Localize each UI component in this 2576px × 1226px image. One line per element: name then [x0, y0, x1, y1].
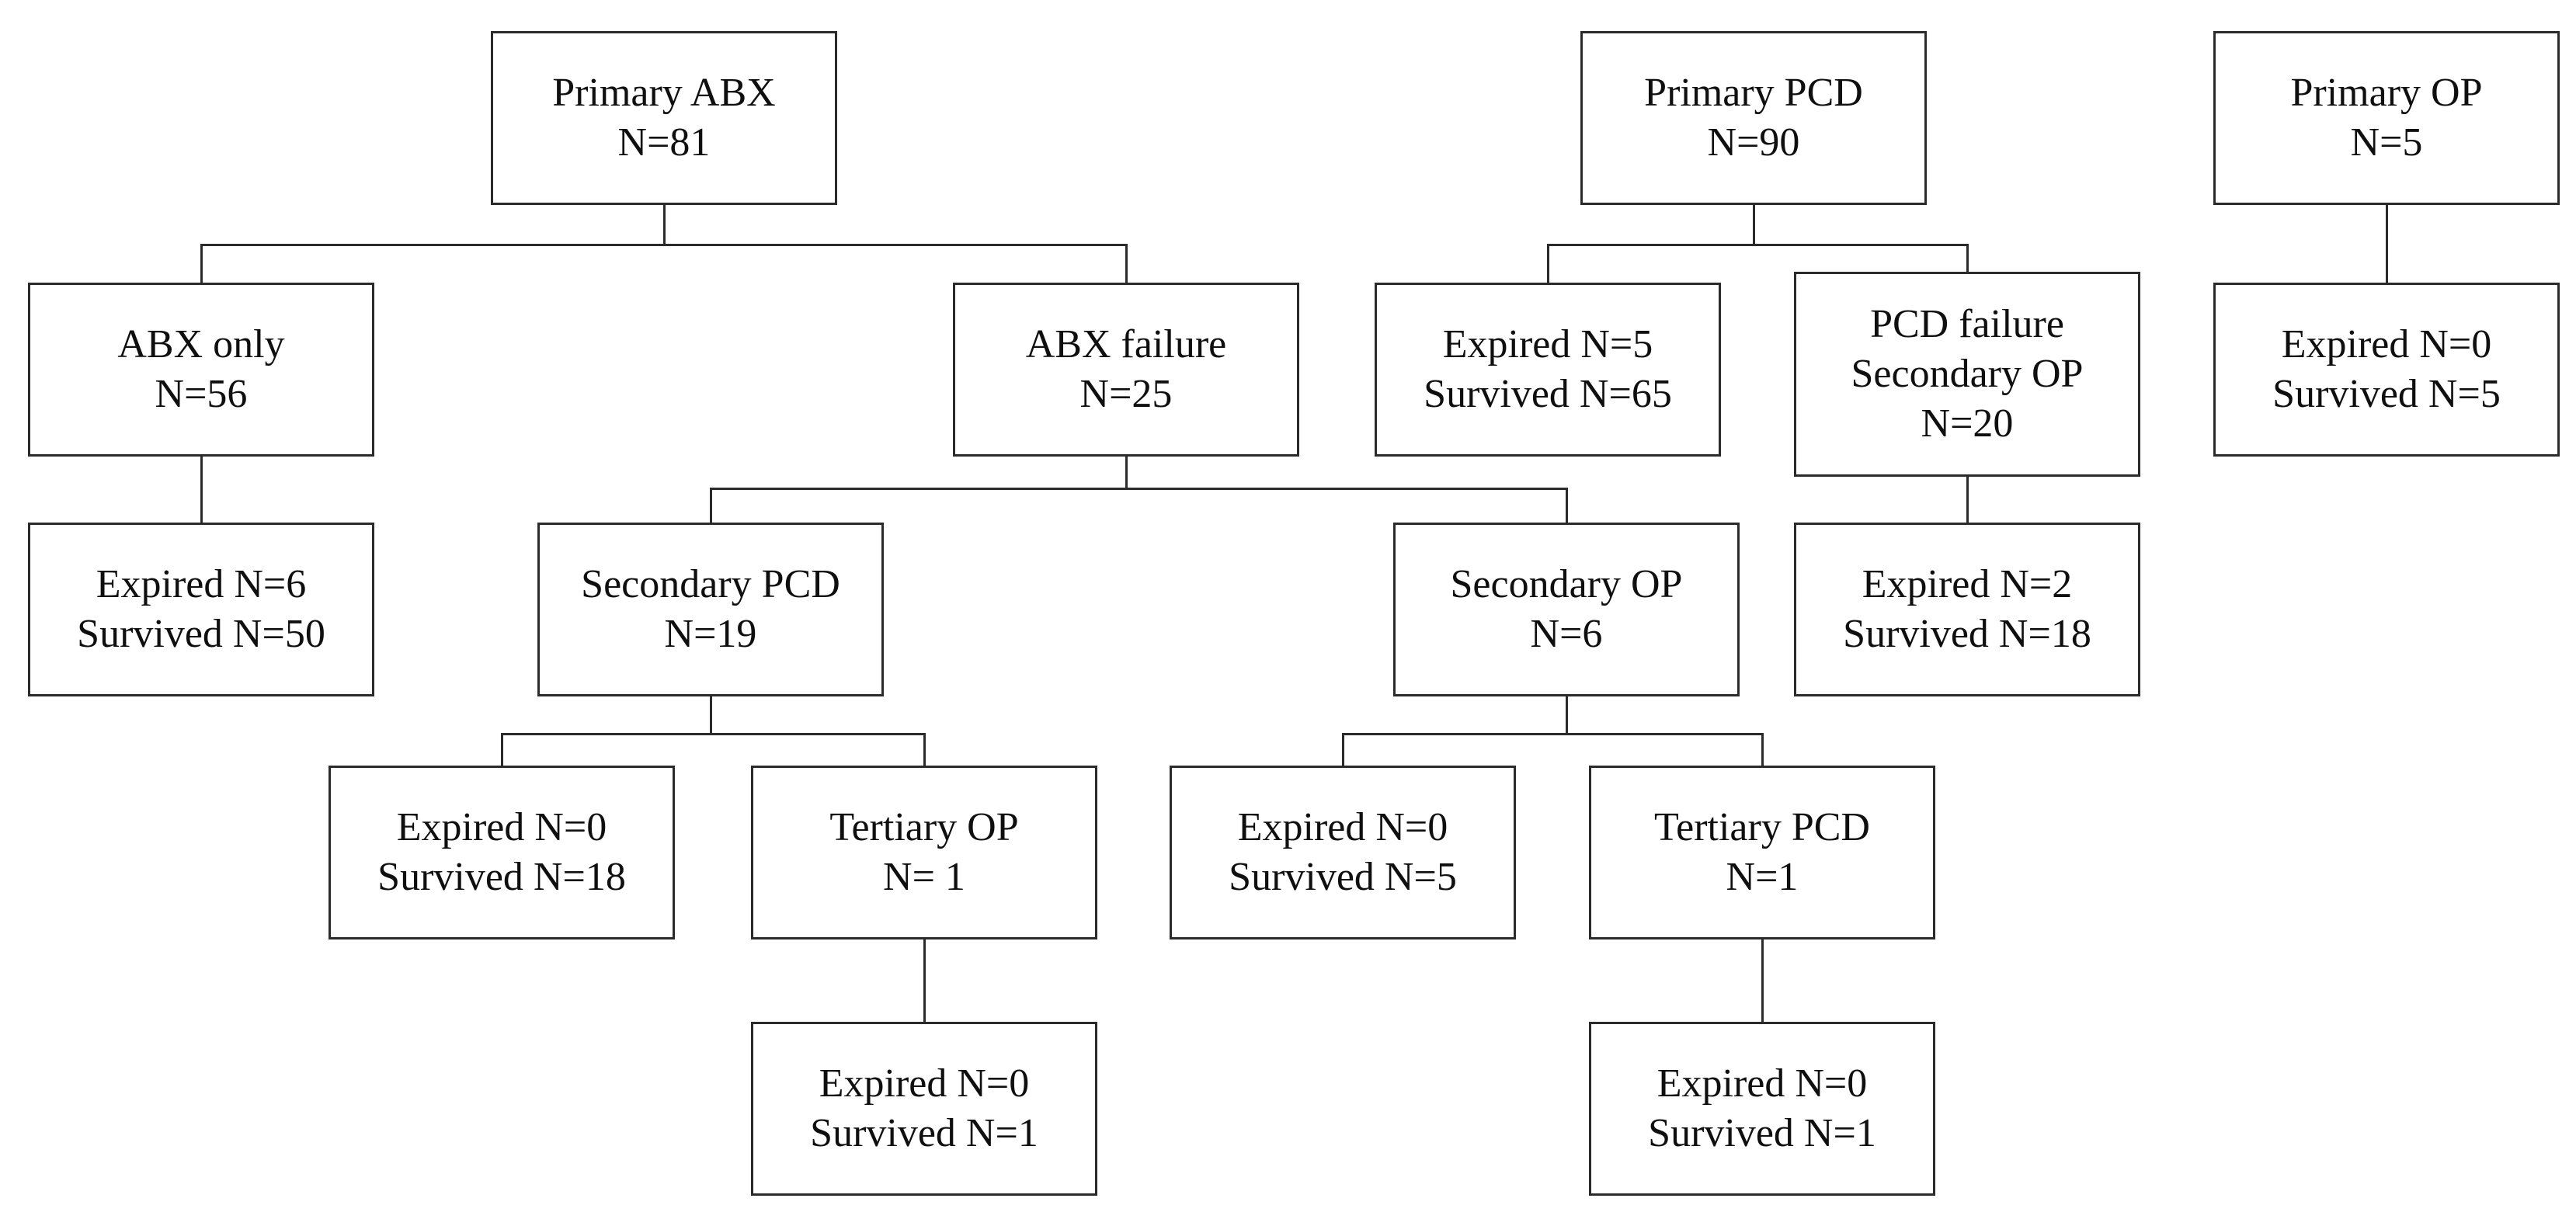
connector-rail [709, 487, 1568, 490]
connector-vertical [1966, 477, 1969, 523]
node-text-line: ABX failure [1025, 322, 1227, 366]
node-tertiary-op: Tertiary OP N= 1 [751, 766, 1097, 939]
node-text-line: N=81 [617, 120, 711, 165]
node-text-line: PCD failure [1870, 302, 2064, 346]
node-text-line: Survived N=5 [2272, 372, 2501, 416]
node-text-line: Primary OP [2290, 71, 2483, 115]
node-text-line: N=90 [1707, 120, 1800, 165]
connector-child-stub [1966, 245, 1969, 272]
node-text-line: Expired N=0 [2281, 322, 2492, 366]
connector-rail [1546, 243, 1969, 246]
node-primary-abx: Primary ABX N=81 [491, 31, 837, 205]
connector-parent-stub [1565, 696, 1568, 734]
connector-vertical [200, 457, 203, 523]
connector-child-stub [500, 734, 503, 766]
node-text-line: Primary ABX [552, 71, 776, 115]
connector-child-stub [1546, 245, 1549, 283]
node-text-line: N=20 [1921, 401, 2014, 446]
connector-rail [200, 243, 1128, 246]
node-text-line: Expired N=0 [396, 805, 607, 849]
connector-parent-stub [709, 696, 712, 734]
node-text-line: Survived N=1 [810, 1111, 1038, 1155]
node-text-line: Secondary OP [1450, 562, 1683, 606]
node-text-line: Expired N=0 [1237, 805, 1448, 849]
connector-vertical [2385, 205, 2388, 283]
node-text-line: Expired N=2 [1862, 562, 2073, 606]
node-primary-op: Primary OP N=5 [2213, 31, 2560, 205]
node-secondary-pcd: Secondary PCD N=19 [537, 523, 884, 696]
connector-child-stub [1565, 488, 1568, 523]
node-text-line: ABX only [117, 322, 285, 366]
connector-parent-stub [1125, 457, 1128, 488]
connector-vertical [923, 939, 926, 1022]
node-secondary-op: Secondary OP N=6 [1393, 523, 1740, 696]
connector-rail [1341, 732, 1764, 735]
node-text-line: Primary PCD [1644, 71, 1863, 115]
node-text-line: Tertiary OP [829, 805, 1019, 849]
node-text-line: Expired N=0 [819, 1061, 1030, 1106]
node-text-line: Survived N=18 [1843, 612, 2091, 656]
node-text-line: N=56 [155, 372, 248, 416]
node-text-line: N=1 [1726, 855, 1799, 899]
connector-child-stub [923, 734, 926, 766]
node-text-line: N= 1 [883, 855, 965, 899]
node-text-line: Tertiary PCD [1654, 805, 1870, 849]
node-text-line: N=5 [2350, 120, 2423, 165]
connector-child-stub [1125, 245, 1128, 283]
node-text-line: N=6 [1530, 612, 1603, 656]
node-text-line: N=25 [1079, 372, 1173, 416]
node-text-line: Expired N=6 [96, 562, 307, 606]
connector-rail [500, 732, 926, 735]
connector-child-stub [1341, 734, 1344, 766]
connector-child-stub [200, 245, 203, 283]
node-text-line: Survived N=65 [1424, 372, 1672, 416]
node-text-line: Survived N=5 [1229, 855, 1457, 899]
node-text-line: Survived N=50 [77, 612, 325, 656]
connector-child-stub [1761, 734, 1764, 766]
node-text-line: Secondary OP [1851, 352, 2084, 396]
node-tertiary-pcd: Tertiary PCD N=1 [1589, 766, 1935, 939]
node-text-line: N=19 [664, 612, 757, 656]
connector-vertical [1761, 939, 1764, 1022]
connector-child-stub [709, 488, 712, 523]
node-text-line: Expired N=5 [1442, 322, 1653, 366]
connector-parent-stub [1752, 205, 1755, 245]
node-text-line: Secondary PCD [581, 562, 840, 606]
connector-parent-stub [662, 205, 666, 245]
node-text-line: Expired N=0 [1656, 1061, 1868, 1106]
node-text-line: Survived N=18 [377, 855, 626, 899]
node-text-line: Survived N=1 [1648, 1111, 1876, 1155]
node-primary-pcd: Primary PCD N=90 [1580, 31, 1927, 205]
